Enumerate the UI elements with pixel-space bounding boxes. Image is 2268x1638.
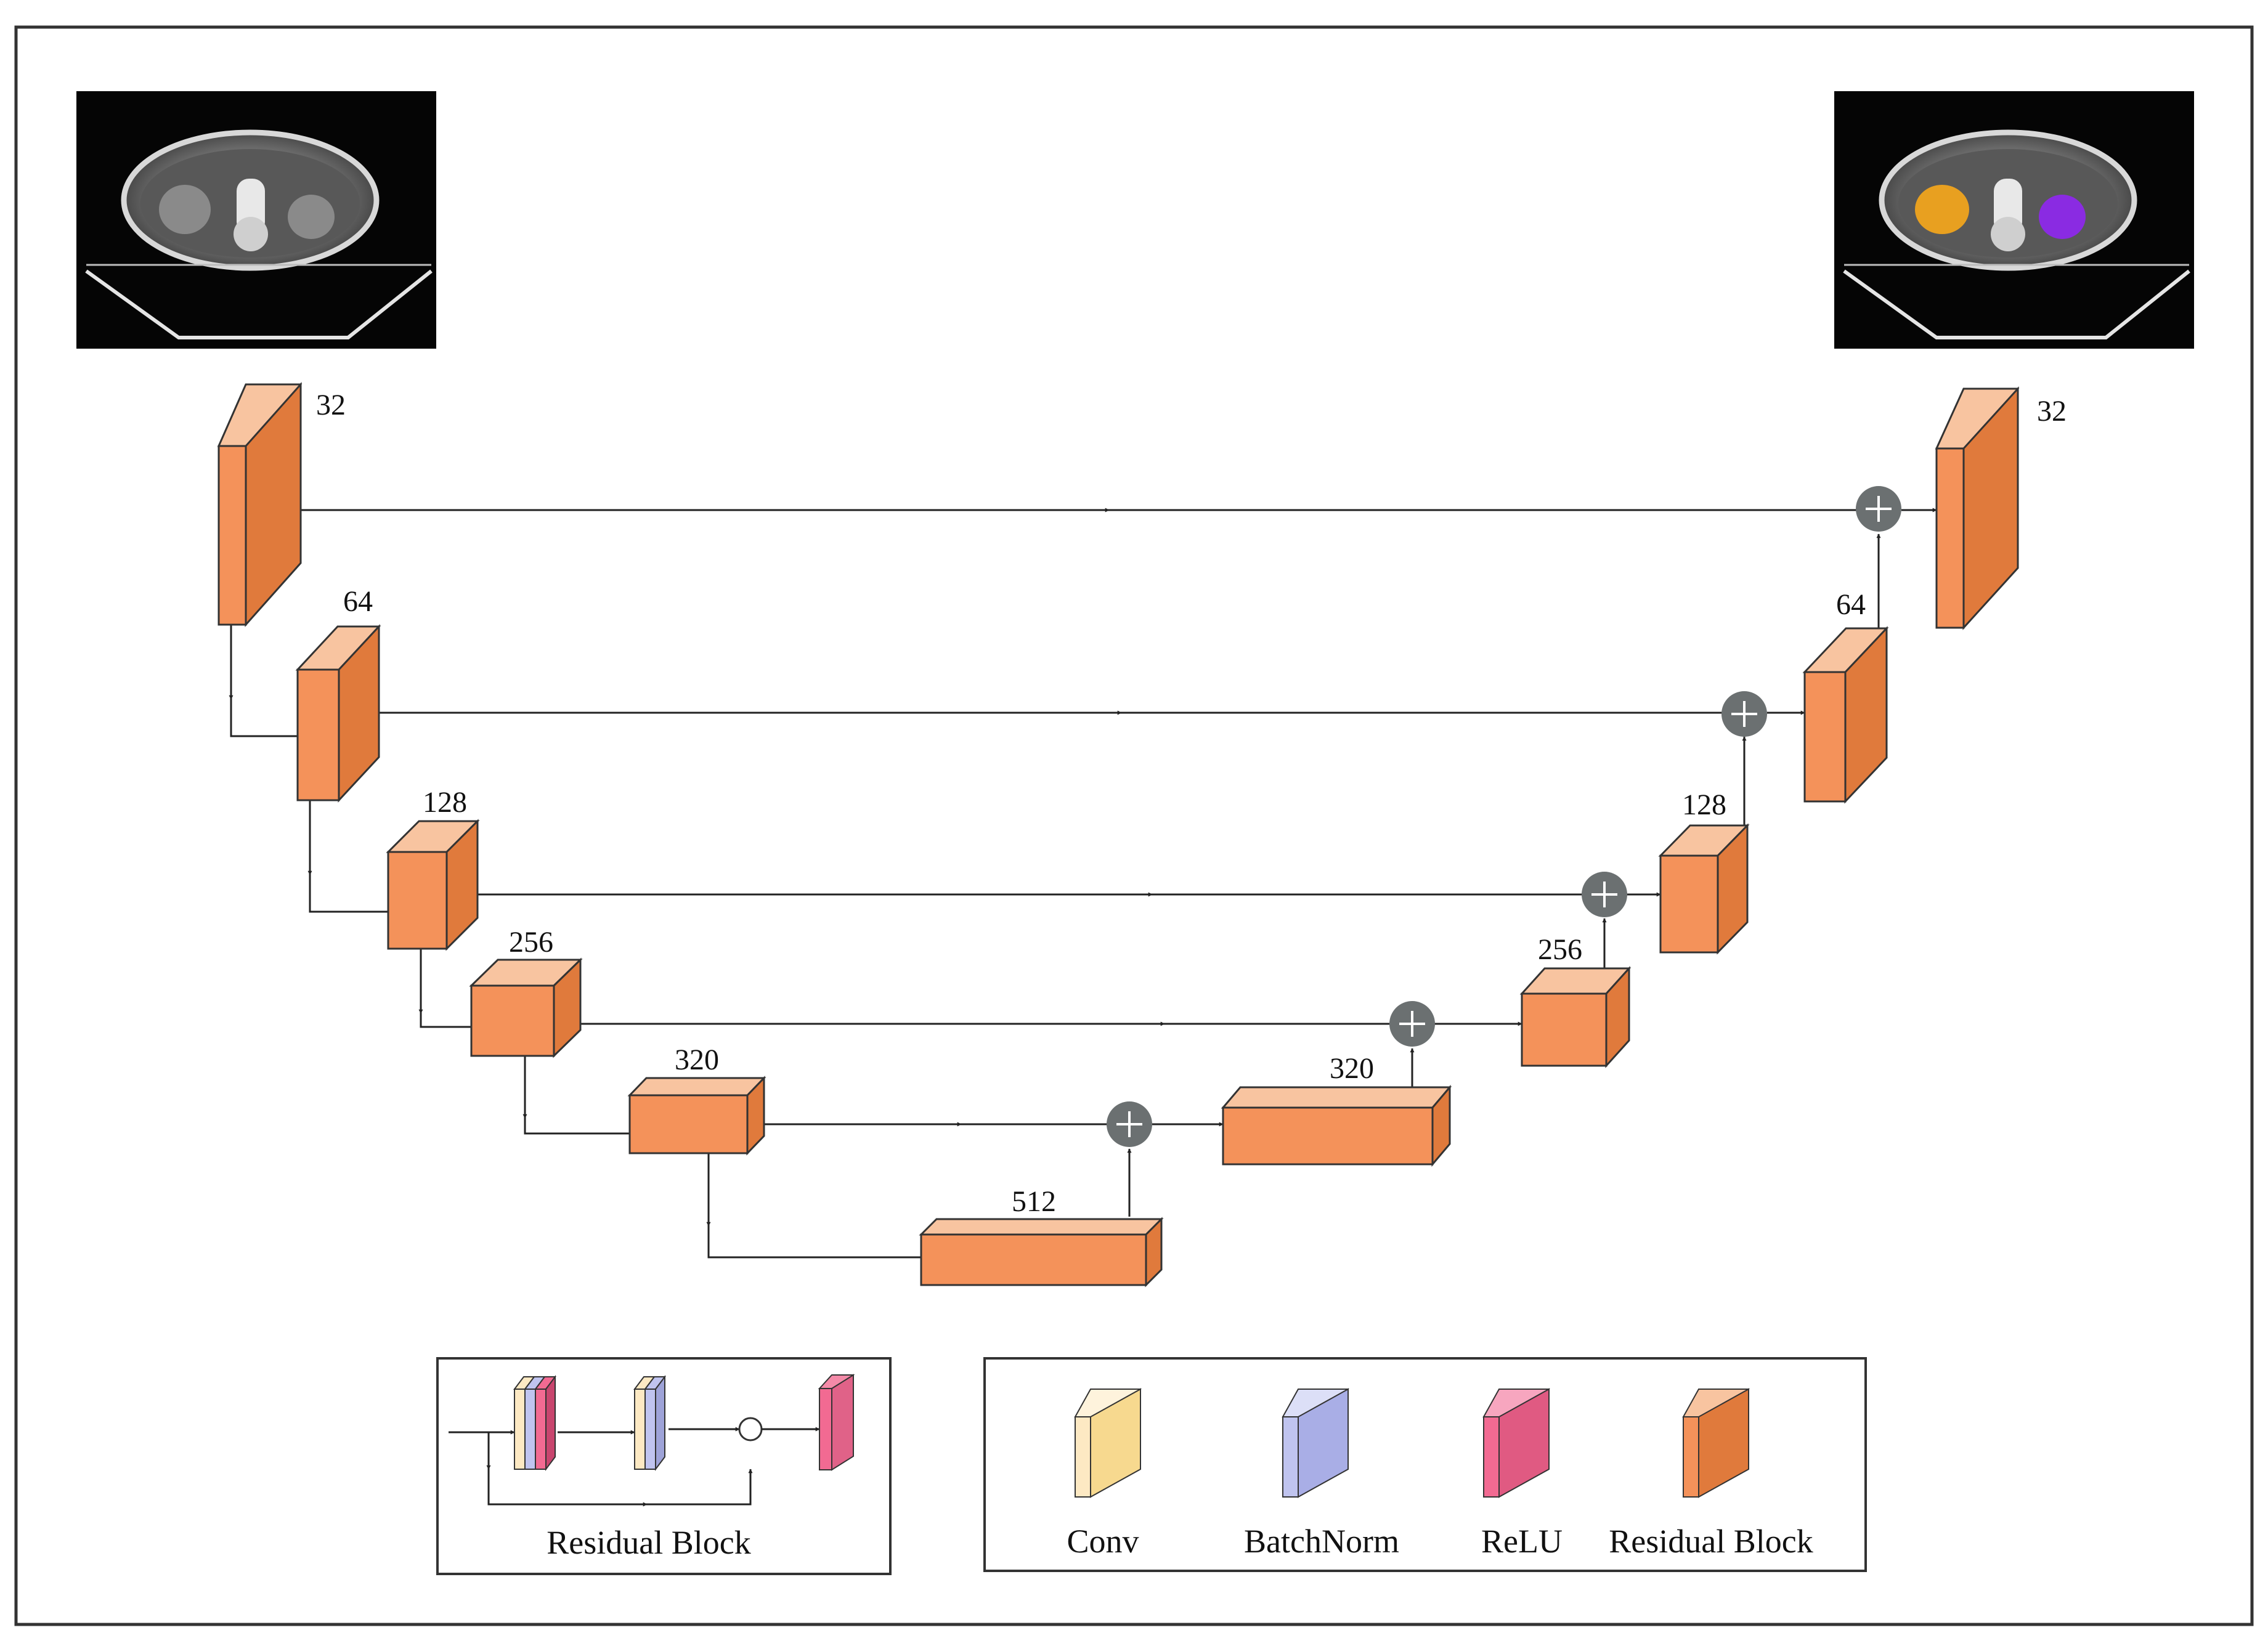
legend-relu-label: ReLU xyxy=(1481,1523,1563,1560)
encoder-label-256: 256 xyxy=(509,926,553,959)
connections xyxy=(229,508,1937,1259)
segmented-kidney-right xyxy=(1915,185,1969,234)
residual-block-panel: Residual Block xyxy=(436,1357,892,1575)
encoder-label-64: 64 xyxy=(343,585,373,618)
decoder-label-128: 128 xyxy=(1682,789,1726,821)
legend-batchnorm: BatchNorm xyxy=(1244,1388,1399,1560)
legend-conv-label: Conv xyxy=(1067,1523,1139,1560)
residual-output-relu xyxy=(818,1374,855,1471)
channel-labels: 32 64 128 256 320 512 320 256 128 64 32 xyxy=(316,389,2067,1218)
plus-circle-icon xyxy=(1107,1101,1152,1147)
encoder-block-32 xyxy=(217,382,303,627)
plus-circle-icon xyxy=(1721,691,1767,737)
decoder-block-256 xyxy=(1519,966,1632,1068)
encoder-label-32: 32 xyxy=(316,389,346,421)
legend-relu: ReLU xyxy=(1481,1388,1563,1560)
residual-block-title: Residual Block xyxy=(547,1524,750,1561)
decoder-label-64: 64 xyxy=(1836,588,1866,621)
plus-circle-icon xyxy=(1389,1001,1435,1047)
decoder-block-32 xyxy=(1935,386,2020,630)
legend-residual-block-label: Residual Block xyxy=(1609,1523,1813,1560)
encoder-block-320 xyxy=(627,1076,766,1156)
legend-panel: Conv BatchNorm ReLU Residual Block xyxy=(983,1357,1867,1572)
bottleneck-label-512: 512 xyxy=(1012,1185,1056,1218)
bottleneck-block-512 xyxy=(919,1217,1164,1287)
encoder-block-64 xyxy=(295,624,381,803)
decoder-label-32: 32 xyxy=(2037,395,2067,428)
residual-relu-layer xyxy=(534,1375,556,1471)
encoder-label-320: 320 xyxy=(675,1044,719,1076)
output-ct-segmentation-image xyxy=(1834,91,2194,349)
input-ct-image xyxy=(76,91,436,349)
add-nodes xyxy=(1107,486,1901,1147)
outer-frame xyxy=(14,25,2254,1626)
decoder-label-256: 256 xyxy=(1538,933,1582,966)
encoder-block-256 xyxy=(469,957,583,1058)
decoder-block-128 xyxy=(1658,823,1750,955)
decoder-block-320 xyxy=(1221,1084,1452,1167)
decoder-label-320: 320 xyxy=(1330,1052,1374,1085)
segmented-kidney-left xyxy=(2039,195,2086,239)
legend-batchnorm-label: BatchNorm xyxy=(1244,1523,1399,1560)
plus-circle-icon xyxy=(1856,486,1901,532)
residual-batchnorm-layer-2 xyxy=(644,1375,666,1471)
encoder-block-128 xyxy=(386,819,480,951)
legend-conv: Conv xyxy=(1067,1388,1142,1560)
residual-add-node xyxy=(738,1417,763,1441)
encoder-label-128: 128 xyxy=(423,786,467,819)
decoder-block-64 xyxy=(1802,626,1889,804)
residual-conv-layer xyxy=(513,1376,535,1470)
legend-residual-block: Residual Block xyxy=(1609,1388,1813,1560)
plus-circle-icon xyxy=(1582,872,1627,917)
